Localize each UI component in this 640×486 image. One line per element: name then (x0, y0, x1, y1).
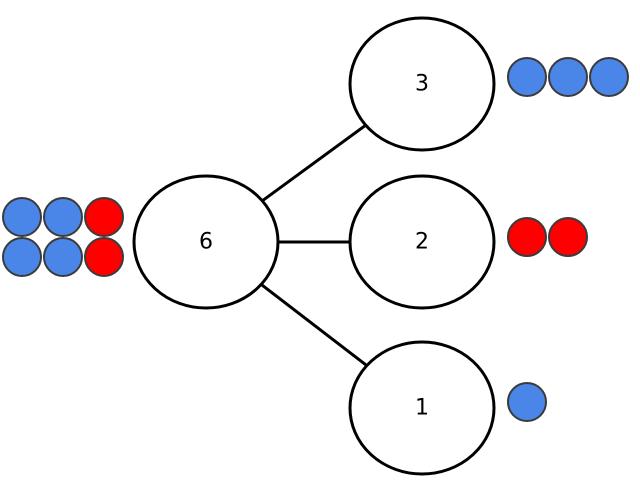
blue-counter (548, 57, 588, 97)
counter-group-whole (2, 197, 124, 277)
counter-group-part-top (507, 57, 629, 97)
blue-counter (507, 57, 547, 97)
node-ellipse (348, 16, 496, 152)
red-counter (84, 197, 124, 237)
node-ellipse (348, 174, 496, 310)
node-label: 3 (415, 72, 429, 97)
red-counter (548, 217, 588, 257)
blue-counter (43, 197, 83, 237)
blue-counter (2, 237, 42, 277)
blue-counter (2, 197, 42, 237)
node-part-top: 3 (348, 16, 496, 152)
blue-counter (589, 57, 629, 97)
edges-layer (259, 123, 369, 368)
counters-layer (2, 57, 629, 422)
node-label: 2 (415, 230, 429, 255)
edge-whole-to-part-top (260, 123, 368, 203)
red-counter (507, 217, 547, 257)
nodes-layer: 6 3 2 1 (132, 16, 496, 476)
blue-counter (507, 382, 547, 422)
edge-whole-to-part-bottom (259, 282, 369, 368)
counter-group-part-bottom (507, 382, 547, 422)
node-whole: 6 (132, 174, 280, 310)
red-counter (84, 237, 124, 277)
counter-group-part-middle (507, 217, 588, 257)
node-part-bottom: 1 (348, 340, 496, 476)
blue-counter (43, 237, 83, 277)
node-label: 1 (415, 396, 429, 421)
node-ellipse (132, 174, 280, 310)
node-part-middle: 2 (348, 174, 496, 310)
node-label: 6 (199, 230, 213, 255)
node-ellipse (348, 340, 496, 476)
